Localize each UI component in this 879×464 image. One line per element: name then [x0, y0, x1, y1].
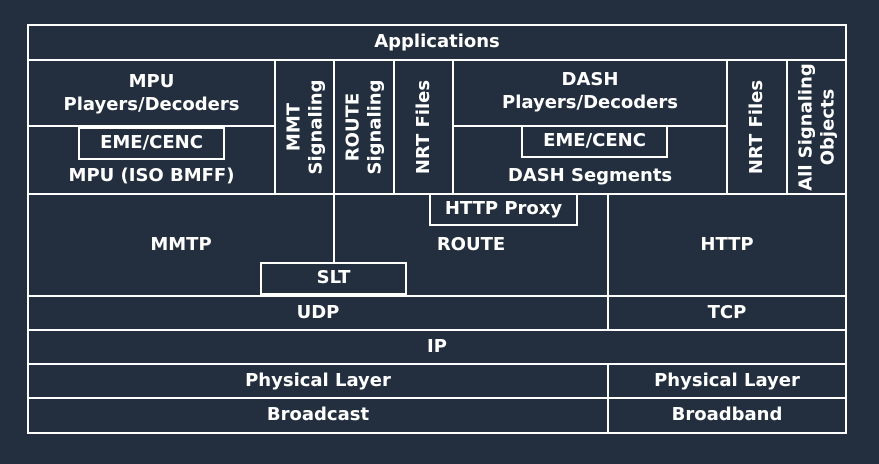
nrt-files-left-box: NRT Files [393, 59, 454, 195]
mpu-eme-cenc-box: EME/CENC [78, 127, 225, 160]
ip-layer: IP [27, 329, 847, 365]
broadcast-layer: Broadcast [27, 397, 609, 434]
mmt-signaling-line1: MMT [282, 102, 304, 152]
nrt-files-right-box: NRT Files [726, 59, 788, 195]
dash-players-title: DASH Players/Decoders [454, 69, 726, 114]
broadcast-label: Broadcast [266, 404, 370, 426]
route-signaling-box: ROUTE Signaling [333, 59, 395, 195]
applications-label: Applications [374, 31, 500, 53]
mpu-players-title: MPU Players/Decoders [29, 71, 274, 116]
http-proxy-label: HTTP Proxy [444, 198, 563, 220]
all-signaling-objects-label: All Signaling Objects [795, 63, 838, 191]
all-signaling-line1: All Signaling [794, 63, 816, 191]
route-label: ROUTE [436, 233, 506, 255]
physical-layer-broadcast-label: Physical Layer [245, 369, 391, 391]
physical-layer-broadcast: Physical Layer [27, 363, 609, 399]
route-signaling-line2: Signaling [364, 79, 385, 175]
applications-layer: Applications [27, 24, 847, 61]
mmtp-label: MMTP [150, 233, 212, 255]
slt-box: SLT [260, 262, 407, 295]
http-proxy-box: HTTP Proxy [429, 193, 578, 226]
broadband-layer: Broadband [607, 397, 847, 434]
mpu-title-line2: Players/Decoders [63, 93, 240, 115]
all-signaling-objects-box: All Signaling Objects [786, 59, 847, 195]
mpu-eme-cenc-label: EME/CENC [100, 132, 203, 154]
nrt-files-left-label: NRT Files [412, 79, 434, 175]
mpu-title-line1: MPU [128, 71, 175, 92]
nrt-files-right-label: NRT Files [746, 79, 768, 175]
udp-layer: UDP [27, 295, 609, 331]
dash-segments-label: DASH Segments [507, 165, 673, 186]
slt-label: SLT [316, 267, 351, 289]
broadband-label: Broadband [671, 404, 783, 426]
dash-title-line2: Players/Decoders [502, 91, 678, 113]
udp-label: UDP [296, 301, 340, 323]
mmt-signaling-label: MMT Signaling [283, 79, 326, 174]
http-label: HTTP [700, 233, 754, 255]
mpu-format-label: MPU (ISO BMFF) [68, 165, 235, 186]
mmt-signaling-box: MMT Signaling [274, 59, 335, 195]
dash-eme-cenc-label: EME/CENC [543, 130, 646, 152]
physical-layer-broadband: Physical Layer [607, 363, 847, 399]
mmt-signaling-line2: Signaling [304, 79, 326, 175]
dash-title-line1: DASH [561, 69, 619, 90]
physical-layer-broadband-label: Physical Layer [654, 369, 800, 391]
tcp-layer: TCP [607, 295, 847, 331]
tcp-label: TCP [707, 301, 747, 323]
all-signaling-line2: Objects [816, 88, 838, 166]
dash-eme-cenc-box: EME/CENC [521, 125, 668, 158]
http-layer: HTTP [607, 193, 847, 297]
ip-label: IP [427, 335, 447, 357]
route-signaling-line1: ROUTE [342, 92, 364, 162]
route-signaling-label: ROUTE Signaling [342, 79, 385, 174]
